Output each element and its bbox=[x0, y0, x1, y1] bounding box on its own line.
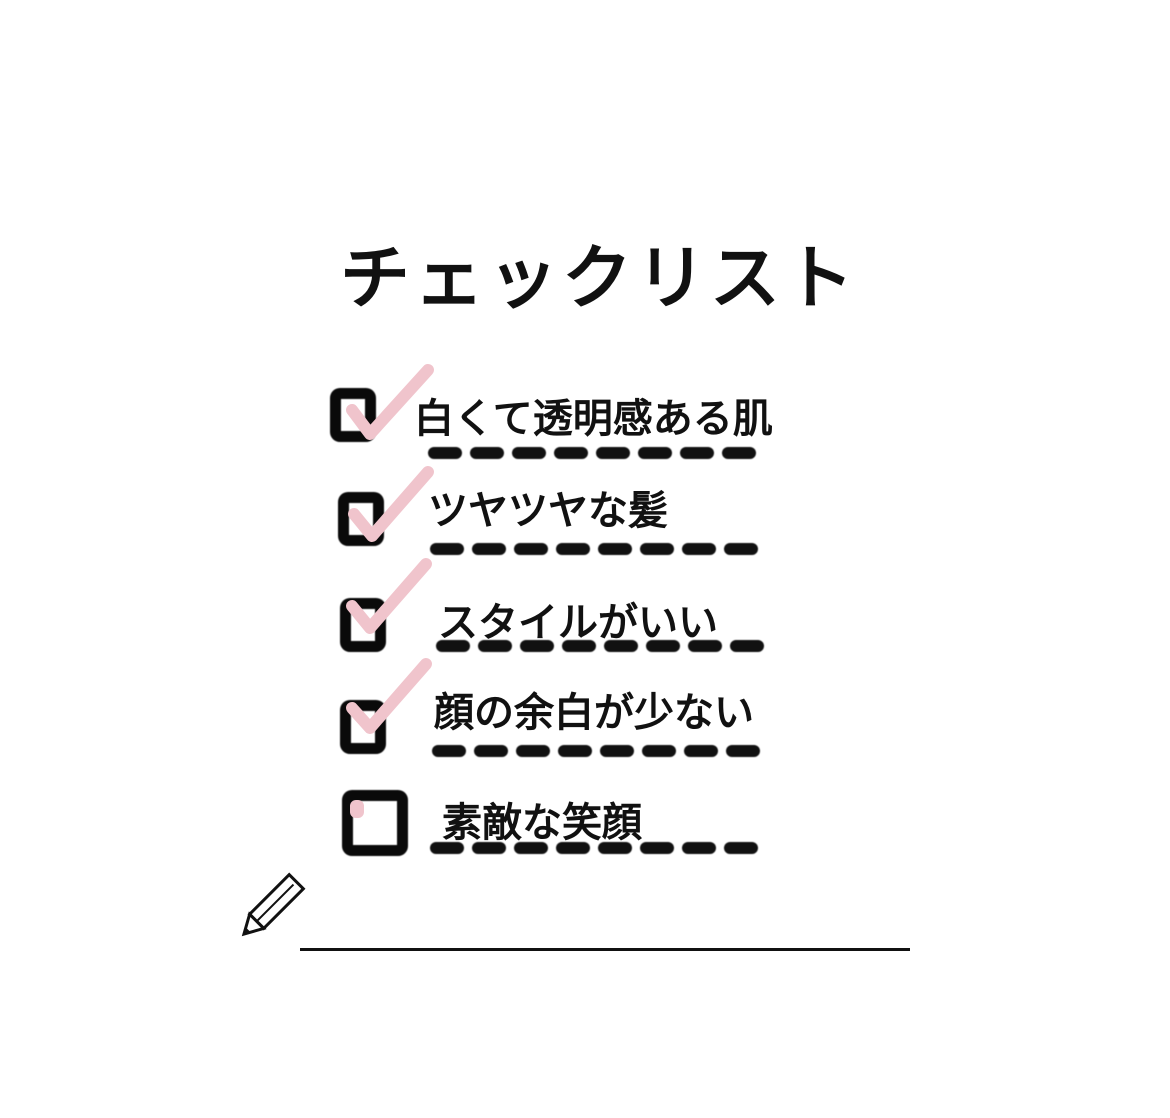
dashed-underline bbox=[430, 842, 758, 854]
dashed-underline bbox=[436, 640, 764, 652]
page-title: チェックリスト bbox=[340, 237, 858, 319]
item-label: 顔の余白が少ない bbox=[434, 690, 754, 736]
checkbox-icon[interactable] bbox=[340, 700, 386, 754]
checkmark-icon bbox=[346, 558, 432, 634]
item-label: 素敵な笑顔 bbox=[442, 800, 642, 846]
checkbox-icon[interactable] bbox=[338, 492, 384, 546]
checkmark-icon bbox=[346, 364, 434, 440]
checkmark-icon bbox=[348, 466, 434, 542]
item-label: 白くて透明感ある肌 bbox=[414, 396, 773, 442]
dashed-underline bbox=[432, 745, 760, 757]
dashed-underline bbox=[430, 543, 758, 555]
pencil-icon bbox=[241, 872, 306, 937]
writing-line bbox=[300, 948, 910, 951]
checkbox-icon[interactable] bbox=[330, 388, 376, 442]
checkmark-icon bbox=[346, 658, 432, 734]
checkbox-icon[interactable] bbox=[342, 790, 408, 856]
item-label: ツヤツヤな髪 bbox=[428, 488, 668, 534]
item-label: スタイルがいい bbox=[438, 600, 718, 646]
checkmark-icon bbox=[350, 800, 364, 818]
dashed-underline bbox=[428, 447, 756, 459]
